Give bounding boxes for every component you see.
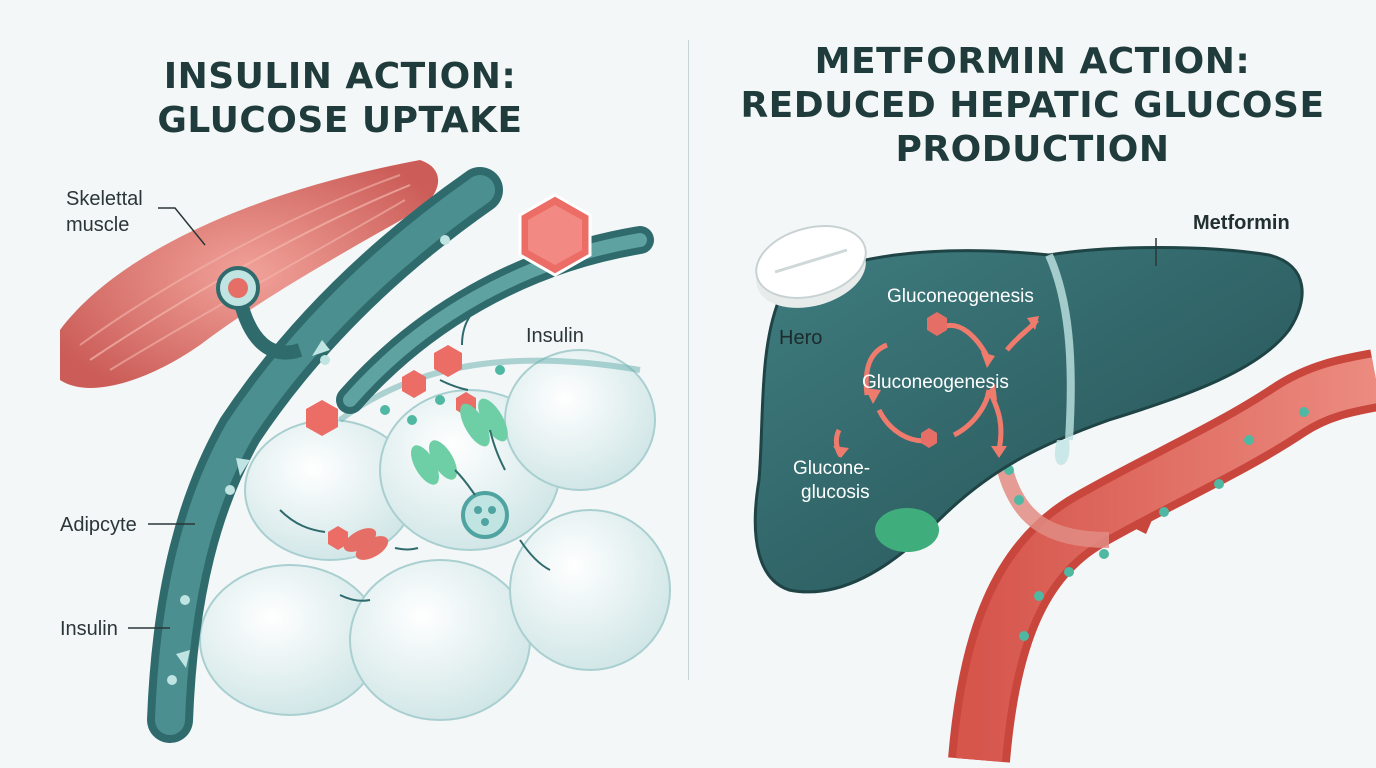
- insulin-panel: INSULIN ACTION: GLUCOSE UPTAKE Skelettal…: [60, 55, 671, 743]
- metformin-label: Metformin: [1193, 212, 1290, 234]
- metformin-illustration: [753, 225, 1376, 763]
- insulin-title: INSULIN ACTION: GLUCOSE UPTAKE: [140, 55, 540, 143]
- glucone-label-line2: glucosis: [801, 482, 870, 503]
- leader-lines: [128, 207, 206, 629]
- hepatic-vessel: [948, 349, 1376, 763]
- metformin-pill: [755, 225, 867, 308]
- metformin-panel: METFORMIN ACTION: REDUCED HEPATIC GLUCOS…: [689, 0, 1376, 768]
- insulin-vessel-label: Insulin: [60, 618, 118, 640]
- gluconeogenesis-center-label: Gluconeogenesis: [862, 372, 1009, 393]
- gluconeogenesis-top-label: Gluconeogenesis: [887, 286, 1034, 307]
- metformin-title: METFORMIN ACTION: REDUCED HEPATIC GLUCOS…: [729, 40, 1336, 172]
- adipocyte-cluster: [199, 349, 671, 721]
- insulin-illustration: [60, 160, 671, 743]
- metformin-title-line2: REDUCED HEPATIC GLUCOSE: [740, 85, 1325, 126]
- hero-label: Hero: [779, 327, 823, 349]
- metformin-title-line1: METFORMIN ACTION:: [814, 41, 1251, 82]
- glucone-label-line1: Glucone-: [793, 458, 871, 479]
- insulin-title-line1: INSULIN ACTION:: [163, 56, 517, 97]
- glut-transporters: [343, 398, 509, 560]
- cycle-arrowheads: [833, 316, 1039, 458]
- cycle-molecules: [921, 312, 947, 448]
- blood-vessel: [147, 167, 654, 743]
- skeletal-muscle-label-line2: muscle: [66, 214, 130, 236]
- liver: [753, 246, 1304, 594]
- panel-divider: [688, 40, 689, 680]
- skeletal-muscle-label-line1: Skelettal: [66, 188, 143, 210]
- adipocyte-label: Adipcyte: [60, 514, 137, 536]
- uptake-arrows: [279, 299, 551, 602]
- insulin-title-line2: GLUCOSE UPTAKE: [157, 100, 523, 141]
- insulin-label: Insulin: [526, 325, 584, 347]
- metformin-title-line3: PRODUCTION: [895, 129, 1170, 170]
- insulin-molecule: [518, 193, 592, 277]
